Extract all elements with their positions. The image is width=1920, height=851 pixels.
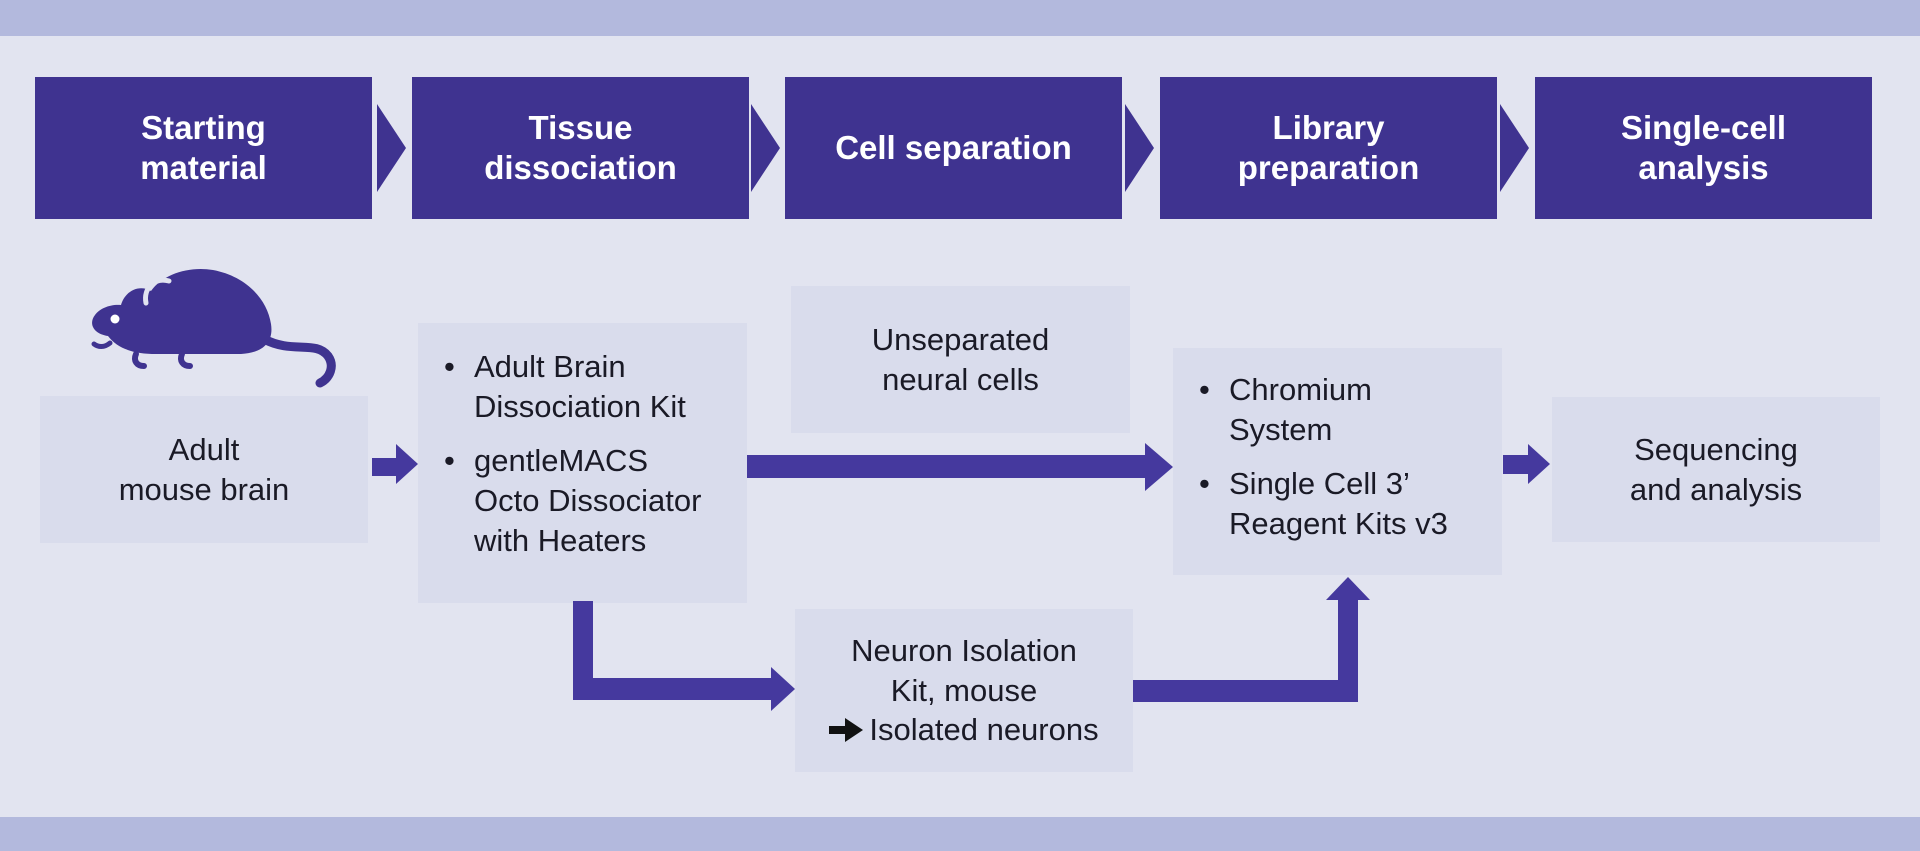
right-arrow-icon xyxy=(829,718,864,743)
step-chevron-icon xyxy=(377,104,406,192)
unseparated-neural-cells-box: Unseparated neural cells xyxy=(791,286,1130,433)
dissociation-kit-box: • Adult Brain Dissociation Kit • gentleM… xyxy=(418,323,747,603)
header-step-single-cell-analysis: Single-cell analysis xyxy=(1535,77,1872,219)
chromium-system-box: • Chromium System • Single Cell 3’ Reage… xyxy=(1173,348,1502,575)
sequencing-analysis-box: Sequencing and analysis xyxy=(1552,397,1880,542)
neuron-isolation-box: Neuron Isolation Kit, mouse Isolated neu… xyxy=(795,609,1133,772)
bottom-border-band xyxy=(0,817,1920,851)
header-step-library-preparation: Library preparation xyxy=(1160,77,1497,219)
step-chevron-icon xyxy=(1125,104,1154,192)
top-border-band xyxy=(0,0,1920,36)
header-step-tissue-dissociation: Tissue dissociation xyxy=(412,77,749,219)
bullet-item: • Adult Brain Dissociation Kit xyxy=(444,349,686,424)
step-chevron-icon xyxy=(1500,104,1529,192)
header-step-cell-separation: Cell separation xyxy=(785,77,1122,219)
neuron-isolation-label: Neuron Isolation Kit, mouse xyxy=(851,632,1077,708)
bullet-icon: • xyxy=(444,349,455,384)
step-chevron-icon xyxy=(751,104,780,192)
mouse-icon xyxy=(91,268,336,388)
header-step-starting-material: Starting material xyxy=(35,77,372,219)
bullet-item: • Chromium System xyxy=(1199,372,1372,447)
adult-mouse-brain-box: Adult mouse brain xyxy=(40,396,368,543)
bullet-item: • Single Cell 3’ Reagent Kits v3 xyxy=(1199,466,1448,542)
bullet-icon: • xyxy=(444,443,455,479)
bullet-icon: • xyxy=(1199,372,1210,407)
bullet-icon: • xyxy=(1199,466,1210,502)
isolated-neurons-line: Isolated neurons xyxy=(829,710,1099,750)
bullet-item: • gentleMACS Octo Dissociator with Heate… xyxy=(444,443,702,558)
